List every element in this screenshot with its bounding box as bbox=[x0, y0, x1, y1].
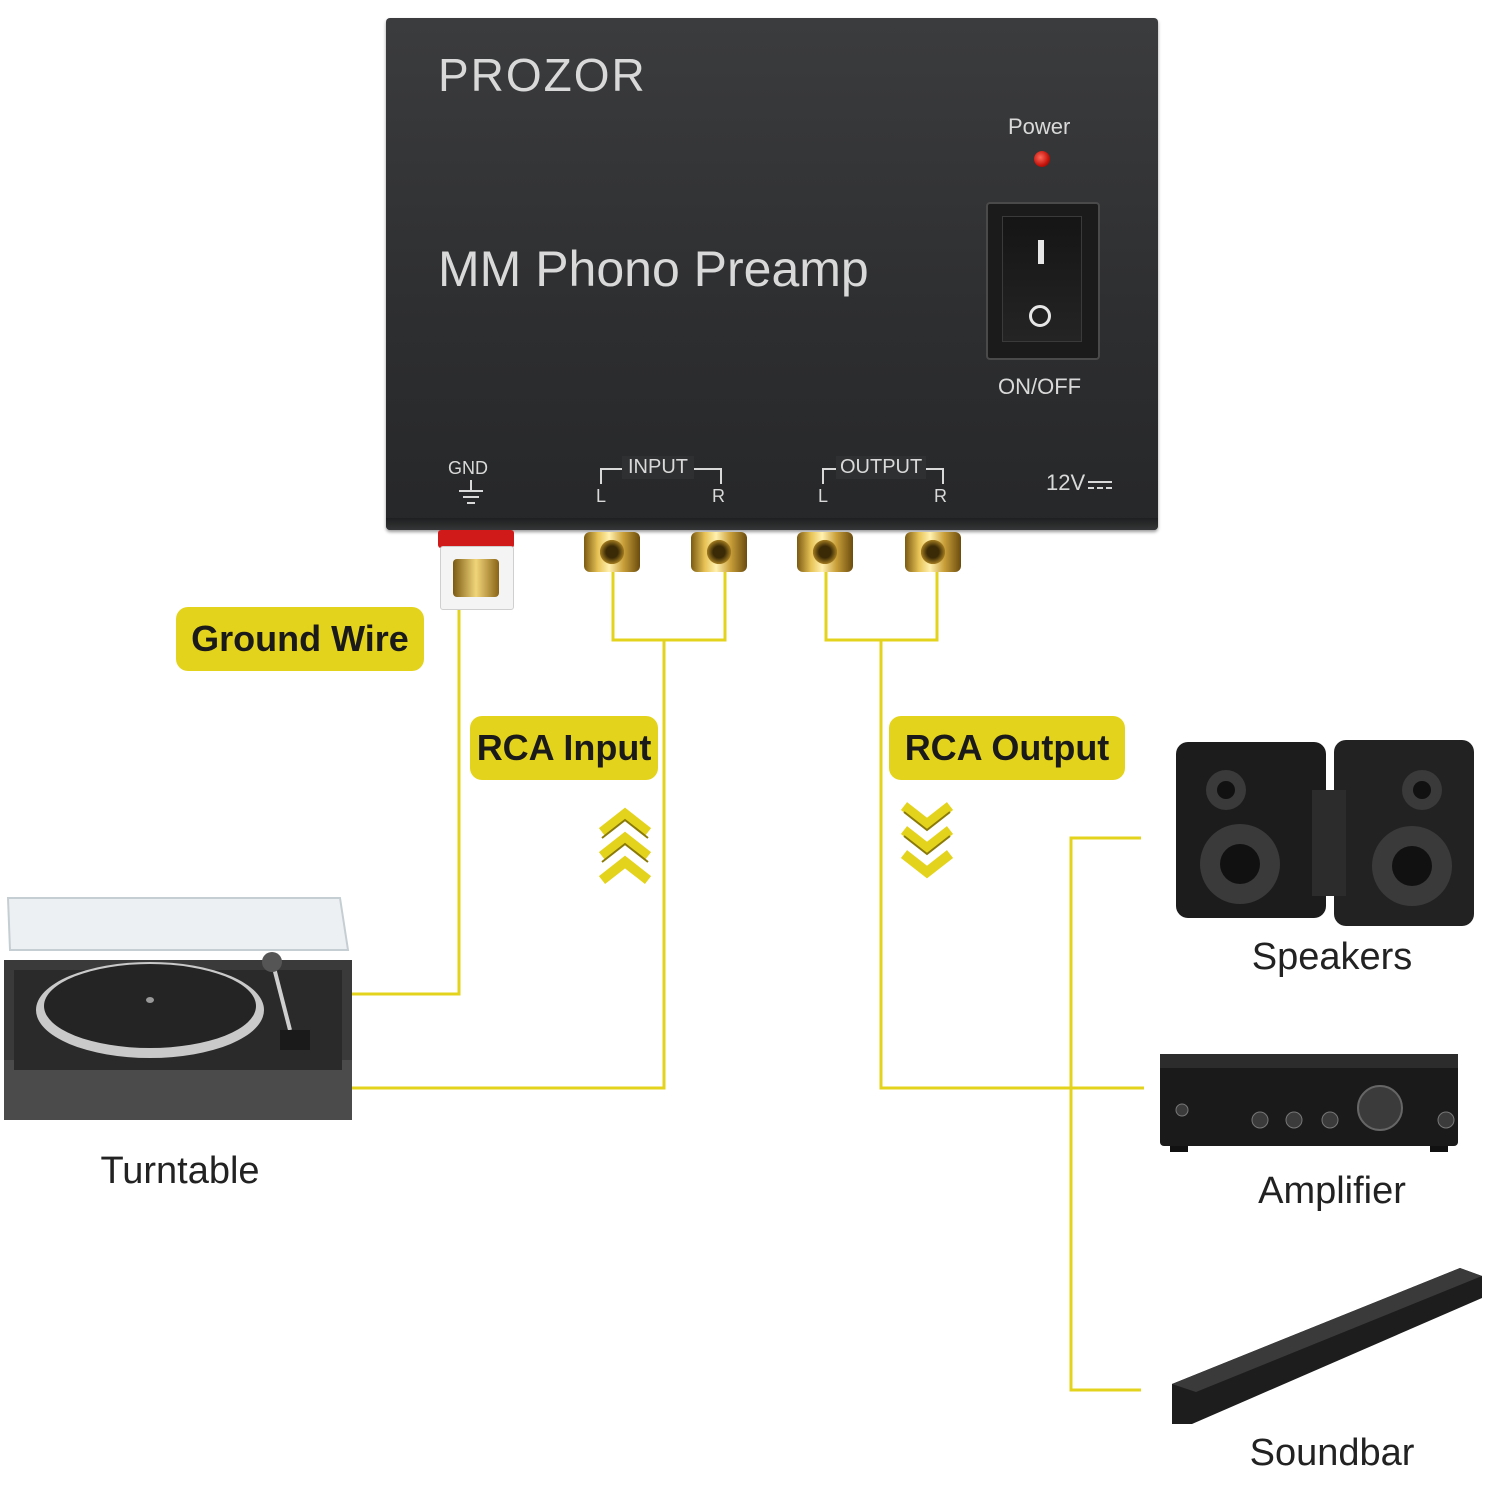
soundbar-illustration bbox=[1172, 1268, 1482, 1424]
turntable-label: Turntable bbox=[100, 1150, 260, 1192]
power-label: Power bbox=[1008, 114, 1071, 139]
output-wire bbox=[824, 572, 1144, 1392]
device-edge bbox=[386, 518, 1158, 530]
ground-wire bbox=[326, 610, 461, 996]
switch-off-mark bbox=[1029, 305, 1051, 327]
switch-label: ON/OFF bbox=[998, 374, 1082, 399]
phono-preamp: PROZOR MM Phono Preamp Power ON/OFF GND … bbox=[386, 18, 1158, 530]
output-right-label: R bbox=[934, 486, 947, 506]
soundbar-label: Soundbar bbox=[1249, 1432, 1415, 1474]
chevron-up-icon bbox=[598, 807, 652, 884]
output-left-jack[interactable] bbox=[797, 532, 853, 572]
input-right-label: R bbox=[712, 486, 725, 506]
dc-power-icon bbox=[1088, 479, 1112, 491]
voltage-label: 12V bbox=[1046, 470, 1086, 495]
switch-on-mark bbox=[1038, 240, 1044, 264]
output-label: OUTPUT bbox=[836, 456, 927, 479]
power-led bbox=[1034, 151, 1050, 167]
chevron-up-shadow bbox=[601, 818, 649, 863]
brand-name: PROZOR bbox=[438, 49, 647, 101]
ground-wire-callout: Ground Wire bbox=[176, 607, 424, 671]
rca-input-callout: RCA Input bbox=[470, 716, 658, 780]
amplifier-label: Amplifier bbox=[1258, 1170, 1406, 1212]
chevron-down-shadow bbox=[903, 811, 951, 856]
model-name: MM Phono Preamp bbox=[438, 241, 869, 297]
rca-output-callout: RCA Output bbox=[889, 716, 1125, 780]
amplifier-illustration bbox=[1160, 1054, 1458, 1152]
turntable-illustration bbox=[4, 897, 352, 1120]
ground-icon bbox=[458, 480, 484, 504]
output-left-label: L bbox=[818, 486, 829, 506]
input-left-jack[interactable] bbox=[584, 532, 640, 572]
ground-terminal[interactable] bbox=[438, 530, 514, 610]
gnd-label: GND bbox=[448, 458, 488, 478]
speakers-label: Speakers bbox=[1251, 936, 1413, 978]
input-left-label: L bbox=[596, 486, 607, 506]
speakers-illustration bbox=[1176, 740, 1474, 926]
chevron-down-icon bbox=[900, 802, 954, 879]
input-right-jack[interactable] bbox=[691, 532, 747, 572]
output-right-jack[interactable] bbox=[905, 532, 961, 572]
input-wire bbox=[352, 572, 727, 1090]
input-label: INPUT bbox=[622, 456, 694, 479]
